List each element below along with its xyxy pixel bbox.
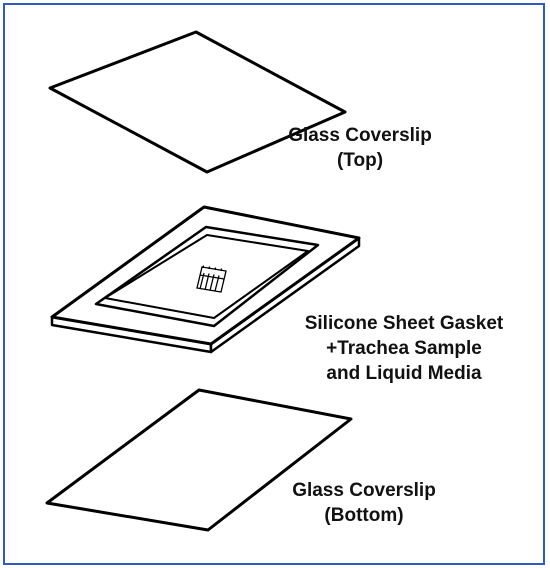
trachea-sample bbox=[196, 265, 227, 293]
label-bottom-coverslip: Glass Coverslip (Bottom) bbox=[278, 478, 450, 528]
label-top-line-2: (Top) bbox=[336, 150, 384, 171]
label-bottom-line-2: (Bottom) bbox=[324, 505, 404, 526]
label-gasket: Silicone Sheet Gasket +Trachea Sample an… bbox=[268, 311, 540, 386]
label-bottom-line-1: Glass Coverslip bbox=[292, 480, 436, 501]
bottom-coverslip bbox=[45, 388, 353, 532]
label-gasket-line-1: Silicone Sheet Gasket bbox=[304, 313, 504, 334]
label-gasket-line-2: +Trachea Sample bbox=[326, 338, 482, 359]
label-gasket-line-3: and Liquid Media bbox=[326, 363, 482, 384]
top-coverslip bbox=[48, 30, 347, 174]
label-top-line-1: Glass Coverslip bbox=[288, 125, 432, 146]
label-top-coverslip: Glass Coverslip (Top) bbox=[280, 123, 440, 173]
